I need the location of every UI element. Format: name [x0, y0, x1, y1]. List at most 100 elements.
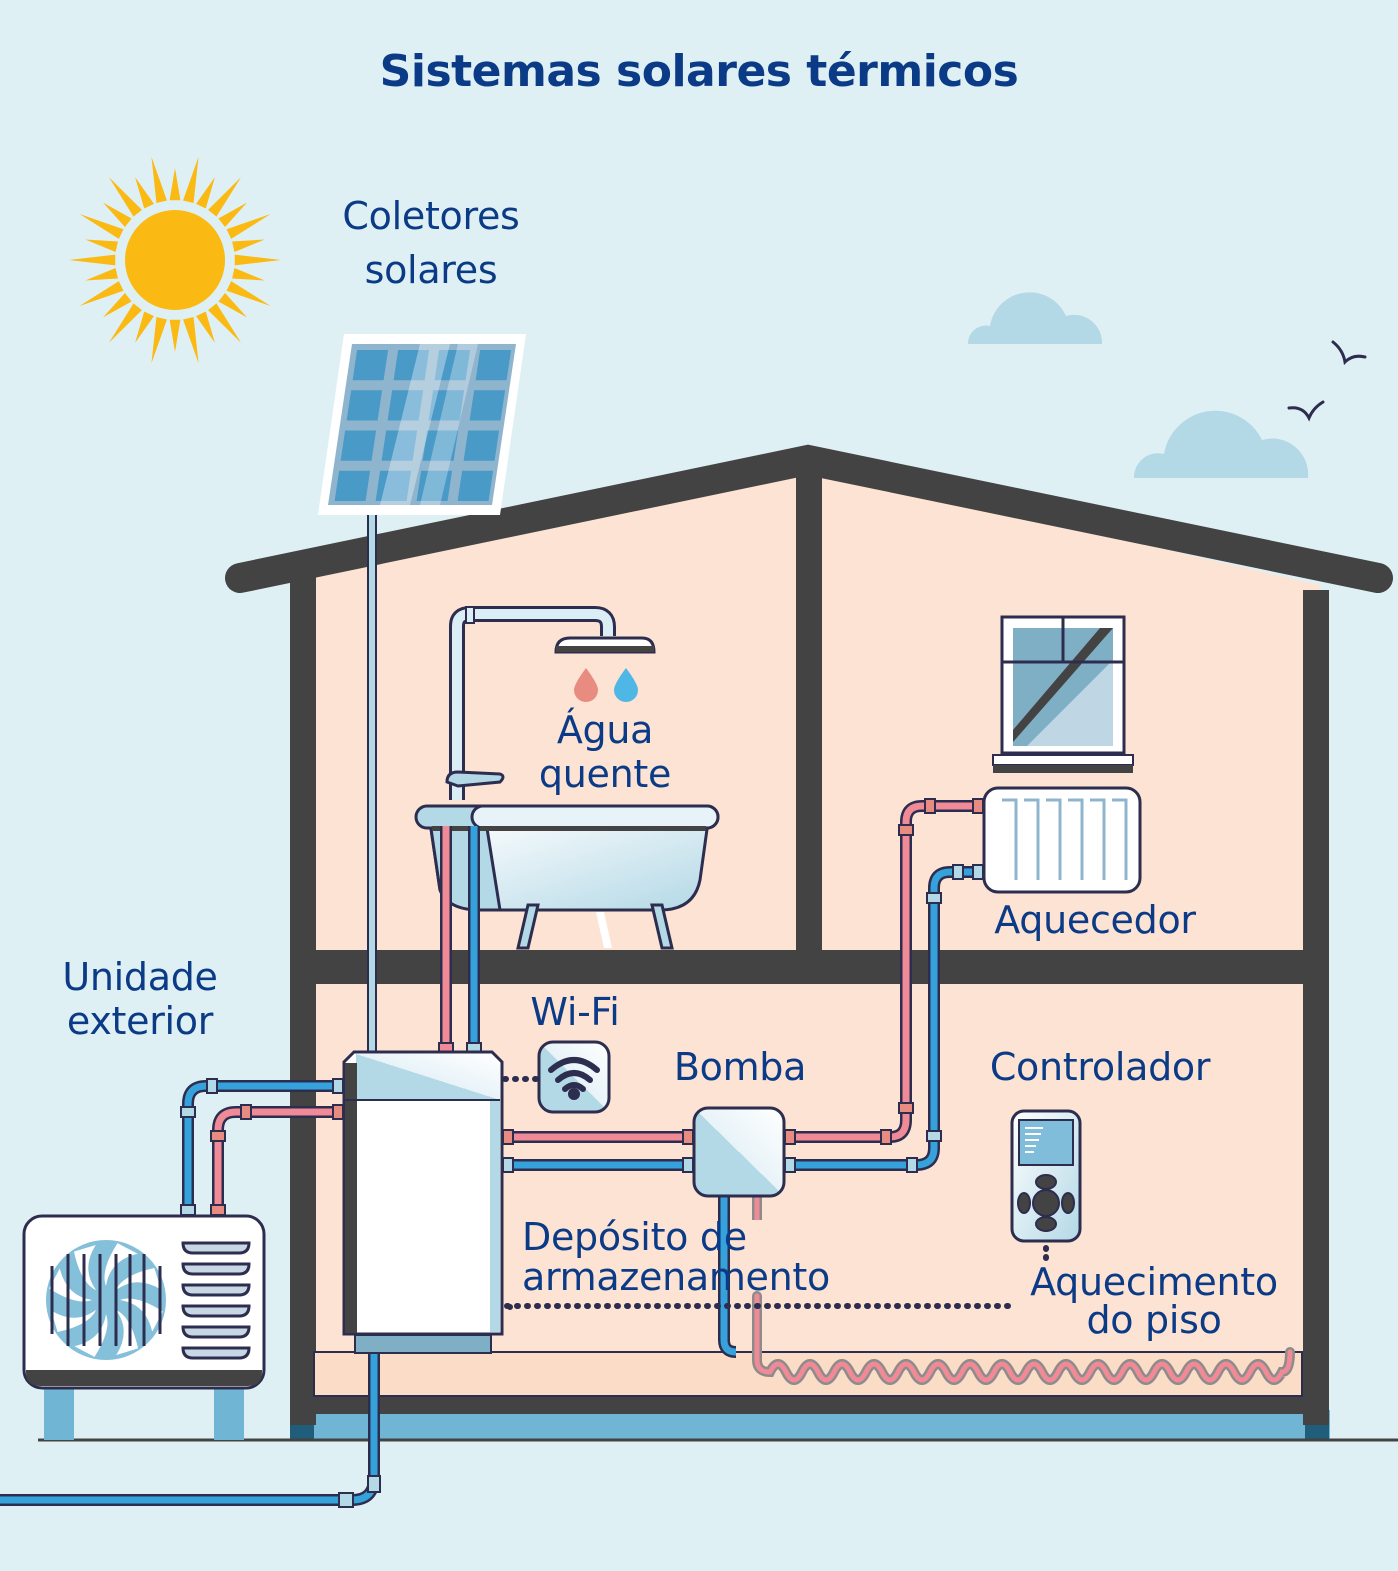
label-line: Água [556, 708, 654, 752]
label-line: Aquecimento [1030, 1260, 1278, 1304]
label-outdoor-unit: Unidade exterior [40, 955, 240, 1043]
fan-blade [120, 1298, 163, 1332]
solar-cell [340, 430, 377, 461]
fan-blade [115, 1267, 162, 1291]
radiator-fin [1068, 798, 1084, 880]
sun-ray [218, 202, 247, 227]
label-line: armazenamento [522, 1255, 830, 1299]
sun-ray [79, 214, 124, 239]
solar-cell [469, 390, 506, 421]
fan-blade [104, 1243, 138, 1286]
hot-water-drop-icon [574, 668, 598, 702]
sun-ray [169, 168, 181, 201]
bird-icon [1287, 400, 1325, 422]
diagram-title: Sistemas solares térmicos [379, 46, 1019, 97]
sun-ray [196, 311, 215, 343]
sun-ray [108, 177, 142, 217]
sun-ray [69, 254, 116, 266]
pipe-joint [367, 1475, 381, 1493]
sun-ray [226, 281, 271, 306]
cold-pipe [184, 1082, 344, 1216]
vent-slat [181, 1304, 251, 1318]
radiator-fin [1090, 798, 1106, 880]
cold-pipe [720, 1196, 737, 1356]
solar-cell [475, 350, 512, 381]
cloud-icon [1133, 410, 1309, 478]
solar-cell [334, 470, 371, 501]
bird-icon [1331, 340, 1367, 366]
sun-ray [183, 156, 199, 203]
window-icon [992, 615, 1134, 773]
sun-ray [85, 239, 118, 252]
label-line: solares [364, 248, 498, 292]
hot-pipe [784, 802, 984, 1141]
shower-icon [445, 606, 656, 800]
sun-ray [135, 177, 154, 209]
sun-ray [151, 156, 167, 203]
sun-ray [103, 202, 132, 227]
pipe-joint [210, 1130, 226, 1142]
label-wifi: Wi-Fi [530, 990, 620, 1034]
pipe-joint [180, 1106, 196, 1118]
pipe-joint [332, 1078, 344, 1094]
pipe-joint [338, 1492, 354, 1508]
pipe-joint [952, 864, 964, 880]
pipe-joint [906, 1157, 918, 1173]
solar-cell [463, 430, 500, 461]
solar-cell [416, 470, 453, 501]
solar-cell [434, 350, 471, 381]
pipe-joint [898, 824, 914, 836]
remote-controller-icon [1010, 1109, 1082, 1265]
pipe-joint [682, 1157, 694, 1173]
label-pump: Bomba [673, 1045, 807, 1089]
fan-blade [50, 1309, 97, 1333]
radiator-fin [1112, 798, 1128, 880]
heat-pump-outdoor-unit-icon [22, 1214, 266, 1440]
sun-ray [208, 303, 242, 343]
cold-water-drop-icon [614, 668, 638, 702]
sun-ray [226, 214, 271, 239]
cloud-icon [967, 292, 1103, 344]
pipe-joint [210, 1204, 226, 1216]
pipe-joint [898, 1102, 914, 1114]
pipe-joint [784, 1157, 796, 1173]
pipe-joint [180, 1204, 196, 1216]
radiator-fin [1046, 798, 1062, 880]
solar-cell [457, 470, 494, 501]
hot-pipe [214, 1108, 344, 1216]
label-controller: Controlador [989, 1045, 1211, 1089]
pipe-joint [784, 1129, 796, 1145]
vent-slat [181, 1283, 251, 1297]
fan-blade [74, 1314, 108, 1357]
solar-cell [352, 350, 389, 381]
solar-cell [381, 430, 418, 461]
label-hot-water: Água quente [520, 708, 690, 796]
cold-pipe [784, 868, 984, 1169]
sun-ray [218, 293, 247, 318]
sun-ray [108, 303, 142, 343]
solar-cell [393, 350, 430, 381]
solar-panel-icon [318, 334, 526, 1055]
pump-icon [692, 1106, 786, 1198]
label-solar-collectors: Coletores solares [326, 194, 536, 292]
solar-cell [428, 390, 465, 421]
label-storage-tank: Depósito de armazenamento [522, 1215, 830, 1299]
pipe-joint [924, 798, 936, 814]
pipe-joint [926, 892, 942, 904]
sun-ray [196, 177, 215, 209]
radiator-icon [982, 786, 1142, 894]
label-line: exterior [66, 999, 214, 1043]
pipe-joint [206, 1078, 218, 1094]
pipe-joint [972, 864, 984, 880]
label-line: quente [538, 752, 672, 796]
wifi-icon [502, 1040, 611, 1114]
radiator-fin [1002, 798, 1018, 880]
pipe-joint [240, 1104, 252, 1120]
solar-cell [422, 430, 459, 461]
radiator-fin [1024, 798, 1040, 880]
pipe-joint [682, 1129, 694, 1145]
sun-ray [151, 317, 167, 364]
sun-ray [103, 293, 132, 318]
sun-ray [79, 281, 124, 306]
